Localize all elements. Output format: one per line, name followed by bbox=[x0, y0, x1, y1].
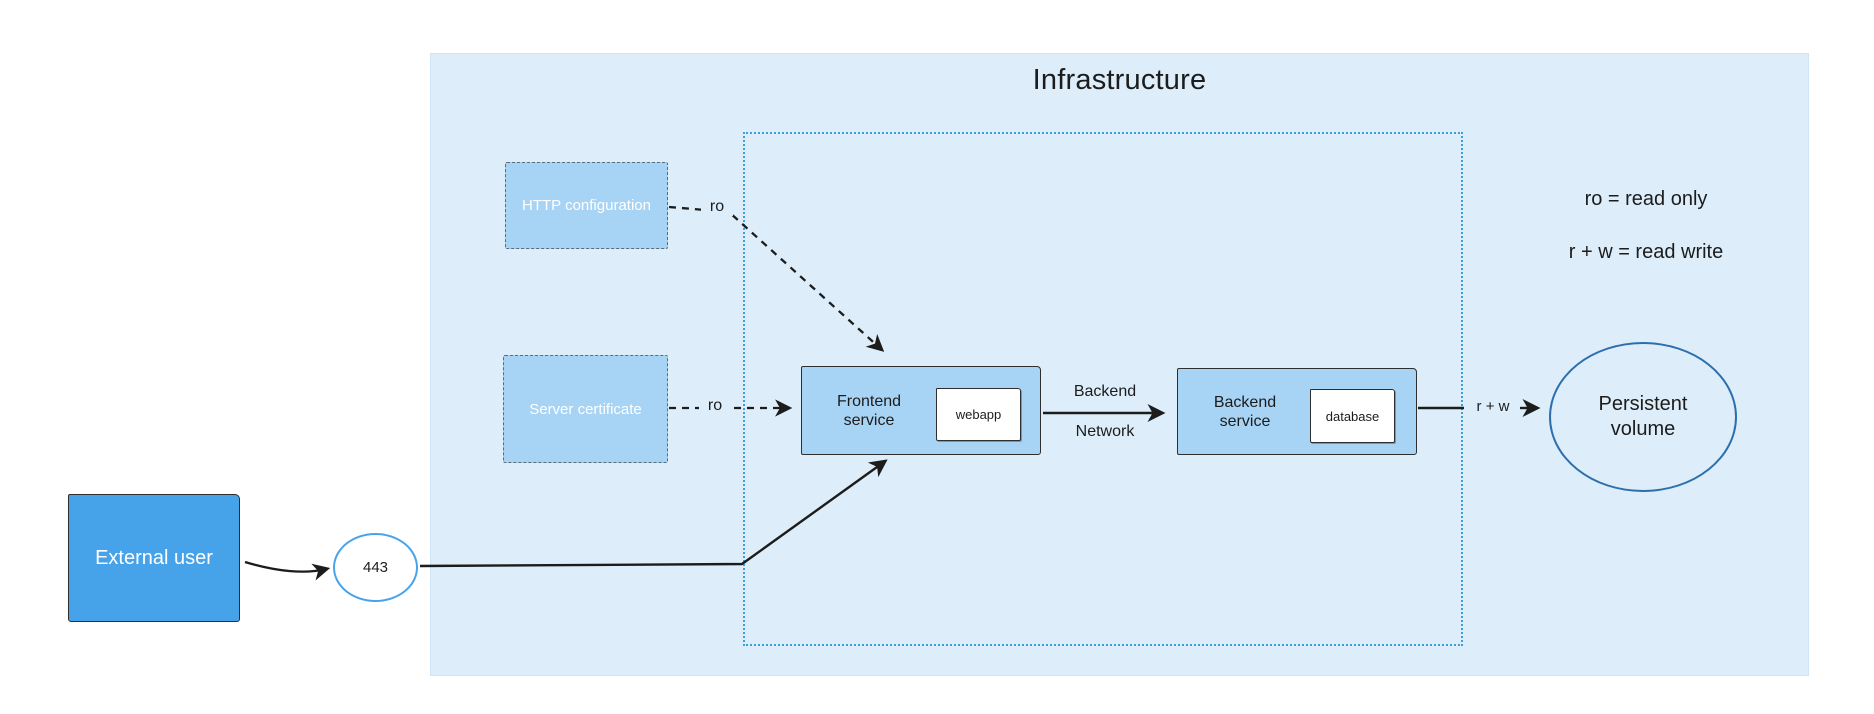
node-database: database bbox=[1310, 389, 1395, 443]
backend-service-label: Backend service bbox=[1178, 369, 1312, 454]
node-backend-service: Backend service database bbox=[1177, 368, 1417, 455]
edge-label-read-write: r + w bbox=[1467, 398, 1519, 415]
node-http-configuration: HTTP configuration bbox=[505, 162, 668, 249]
frontend-label-line1: Frontend bbox=[836, 392, 902, 410]
server-certificate-label: Server certificate bbox=[529, 400, 642, 418]
legend-read-only: ro = read only bbox=[1584, 188, 1708, 210]
diagram-title: Infrastructure bbox=[1032, 64, 1207, 96]
persistent-volume-label-line1: Persistent bbox=[1598, 393, 1688, 415]
backend-label-line2: service bbox=[1219, 412, 1271, 430]
edge-label-ro-http-config: ro bbox=[701, 198, 733, 216]
legend-read-write: r + w = read write bbox=[1568, 241, 1724, 263]
node-server-certificate: Server certificate bbox=[503, 355, 668, 463]
persistent-volume-label-line2: volume bbox=[1610, 418, 1676, 440]
node-webapp: webapp bbox=[936, 388, 1021, 441]
node-persistent-volume: Persistent volume bbox=[1549, 342, 1737, 492]
http-configuration-label: HTTP configuration bbox=[522, 197, 651, 214]
external-user-label: External user bbox=[95, 546, 213, 569]
edge-label-backend-network-line2: Network bbox=[1075, 423, 1135, 440]
node-port-443: 443 bbox=[333, 533, 418, 602]
edge-label-ro-server-certificate: ro bbox=[699, 397, 731, 415]
node-external-user: External user bbox=[68, 494, 240, 622]
frontend-label-line2: service bbox=[843, 411, 895, 429]
port-443-label: 443 bbox=[362, 559, 389, 576]
edge-label-backend-network-line1: Backend bbox=[1073, 383, 1137, 400]
frontend-service-label: Frontend service bbox=[802, 367, 936, 454]
arrow-user-to-port bbox=[244, 560, 331, 581]
backend-label-line1: Backend bbox=[1213, 393, 1277, 411]
webapp-label: webapp bbox=[955, 407, 1002, 422]
network-boundary-dotted-box bbox=[743, 132, 1463, 646]
node-frontend-service: Frontend service webapp bbox=[801, 366, 1041, 455]
database-label: database bbox=[1325, 408, 1380, 424]
